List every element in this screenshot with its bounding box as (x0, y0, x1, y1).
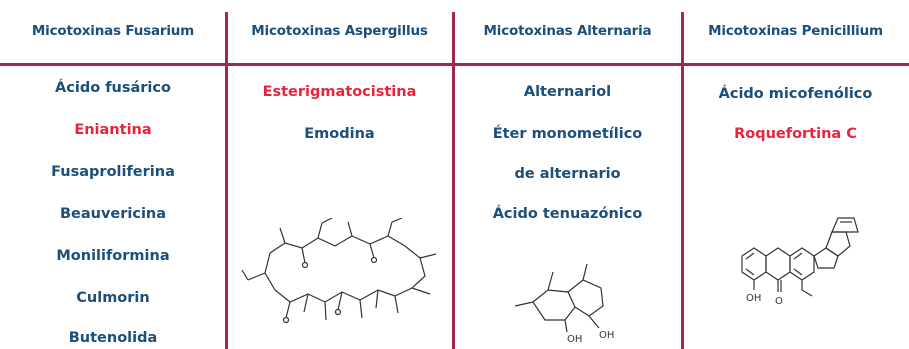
list-item: Éter monometílico (492, 126, 643, 142)
list-item: Esterigmatocistina (262, 84, 417, 100)
column-header-penicillium: Micotoxinas Penicillium (708, 23, 883, 39)
column-divider (225, 12, 228, 349)
list-item: Butenolida (68, 330, 158, 346)
column-fusarium: Micotoxinas Fusarium Ácido fusárico Enia… (0, 0, 226, 349)
column-aspergillus: Micotoxinas Aspergillus Esterigmatocisti… (226, 0, 453, 349)
hydroxyl-label: OH (599, 330, 614, 341)
list-item: Beauvericina (59, 206, 167, 222)
list-item: Alternariol (523, 84, 612, 100)
xanthone-structure: OH O (741, 217, 859, 307)
list-item: Fusaproliferina (51, 164, 175, 180)
column-divider (452, 12, 455, 349)
list-item: Ácido micofenólico (718, 86, 873, 102)
list-item: Eniantina (74, 122, 152, 138)
list-item: de alternario (514, 166, 621, 182)
carbonyl-label: O (775, 296, 783, 307)
hydroxyl-label: OH (746, 293, 761, 304)
list-item: Roquefortina C (734, 126, 857, 142)
macrocycle-structure (241, 218, 437, 324)
column-penicillium: Micotoxinas Penicillium Ácido micofenóli… (682, 0, 909, 349)
column-header-fusarium: Micotoxinas Fusarium (31, 23, 195, 39)
list-item: Emodina (304, 126, 375, 142)
tricyclic-structure: OH OH (514, 263, 614, 344)
list-item: Culmorin (76, 290, 150, 306)
column-header-alternaria: Micotoxinas Alternaria (483, 23, 652, 39)
list-item: Moniliformina (56, 248, 170, 264)
list-item: Ácido tenuazónico (492, 206, 643, 222)
column-divider (681, 12, 684, 349)
hydroxyl-label: OH (567, 334, 582, 344)
list-item: Ácido fusárico (55, 80, 171, 96)
column-header-aspergillus: Micotoxinas Aspergillus (251, 23, 428, 39)
column-alternaria: Micotoxinas Alternaria Alternariol Éter … (453, 0, 682, 349)
